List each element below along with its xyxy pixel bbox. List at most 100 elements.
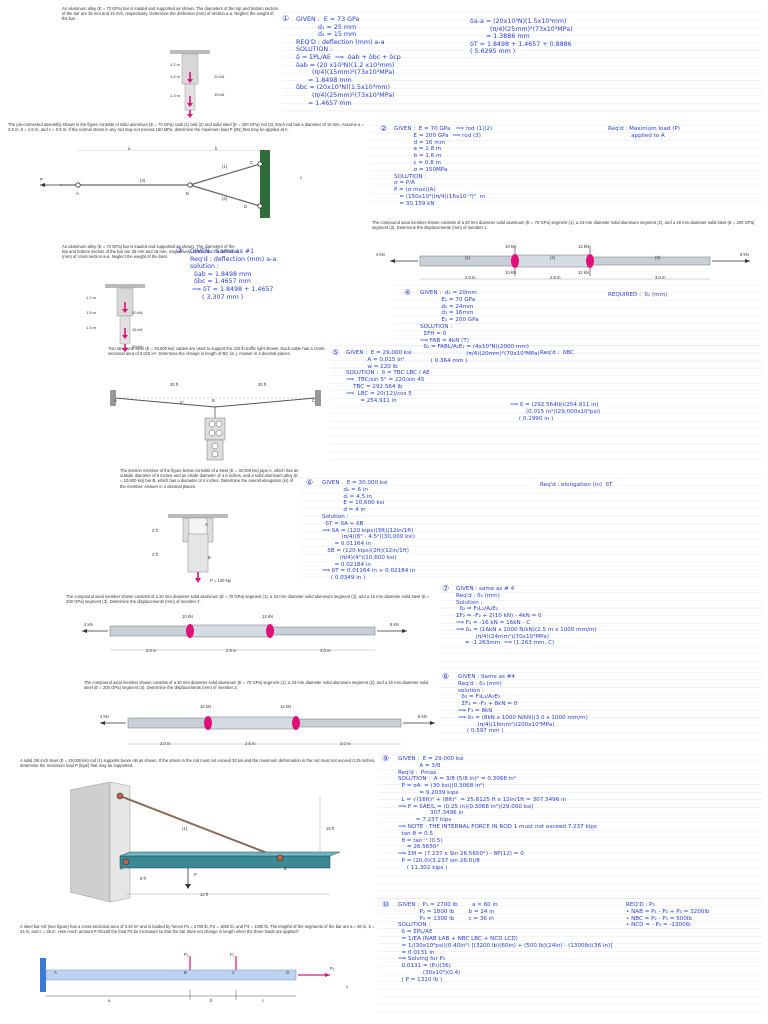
solution-10: GIVEN : P₁ = 2700 lb a = 60 in P₂ = 1800…	[398, 902, 613, 983]
ruled-area-6	[440, 585, 762, 670]
figure-5-tension-member	[168, 514, 228, 583]
fig3-label-1-3m: 1.3 m	[86, 325, 97, 330]
fig9-label-12ft: 12 ft	[200, 892, 209, 897]
fig10-label-b: b	[210, 998, 213, 1003]
solution-7: GIVEN : same as # 4 Req'd : δ₂ (mm) Solu…	[456, 586, 597, 647]
figure-1-bar	[170, 50, 210, 118]
fig1-label-1-3m: 1.3 m	[170, 93, 181, 98]
fig6-label-25m: 2.5 m	[550, 275, 561, 280]
ruled-area-1	[282, 12, 762, 112]
problem-4-text: Two structural steel (E = 29,000 ksi) ca…	[108, 346, 326, 357]
fig2-label-A: A	[76, 191, 79, 196]
solution-5-number: ⑤	[332, 348, 340, 357]
fig6-label-12kn-top: 12 kN	[578, 244, 589, 249]
fig7-label-25m: 2.5 m	[226, 648, 237, 653]
fig7-label-10kn: 10 kN	[182, 614, 193, 619]
fig2-label-B: B	[186, 191, 189, 196]
fig4-label-A: A	[114, 398, 117, 403]
figure-10-bar-ad	[40, 956, 330, 1000]
fig1-label-1-5m: 1.5 m	[170, 74, 181, 79]
solution-8: GIVEN : Same as #4 Req'd : δ₃ (mm) solut…	[458, 674, 588, 735]
fig8-label-10kn: 10 kN	[200, 704, 211, 709]
problem-6-text: The compound axial member shown consists…	[372, 220, 755, 231]
fig6-label-8kn: 8 kN	[740, 252, 749, 257]
problem-9-text: A solid 3/8 inch steel (E = 29,000 ksi) …	[20, 758, 376, 769]
ruled-area-7	[440, 672, 762, 742]
solution-6-req: Req'd : elongation (in) δT	[540, 482, 613, 488]
problem-1-text: An aluminum alloy (E = 73 GPa) bar is lo…	[62, 6, 279, 22]
solution-2-number: ②	[380, 124, 388, 133]
fig2-label-P: P	[40, 177, 43, 182]
solution-9: GIVEN : E = 29,000 ksi A = 3/8 Req'd : P…	[398, 756, 597, 871]
figure-4-traffic-light	[110, 390, 321, 461]
fig10-label-c: c	[262, 998, 265, 1003]
fig10-label-B: B	[184, 970, 187, 975]
fig2-label-a: a	[128, 146, 131, 151]
fig4-label-20ft-b: 20 ft	[258, 382, 267, 387]
fig5-label-P: P = 120 kip	[210, 578, 231, 583]
problem-8-text: The compound axial member shown consists…	[84, 680, 429, 691]
fig9-label-8ft: 8 ft	[140, 876, 146, 881]
fig6-label-r2: (2)	[550, 255, 556, 260]
fig7-label-3m: 3.0 m	[320, 648, 331, 653]
fig6-label-10kn-bot: 10 kN	[505, 270, 516, 275]
ruled-area-9	[378, 898, 762, 1016]
fig3-label-20kn: 20 kN	[132, 310, 143, 315]
fig8-label-8kn: 8 kN	[418, 714, 427, 719]
fig3-label-20kn-bottom: 20 kN	[132, 344, 143, 349]
fig2-label-r2: (2)	[222, 196, 228, 201]
solution-5: GIVEN : E = 29,000 ksi A = 0.015 in² w =…	[346, 350, 430, 404]
solution-10-number: ⑩	[382, 900, 390, 909]
fig9-label-16ft: 16 ft	[326, 826, 335, 831]
solution-5-req: Req'd : δBC	[540, 350, 575, 356]
solution-4-number: ④	[404, 288, 412, 297]
fig10-label-P2: P₂	[230, 952, 235, 957]
fig4-label-B: B	[212, 398, 215, 403]
solution-7-number: ⑦	[442, 584, 450, 593]
solution-2: GIVEN : E = 70 GPa ⟹ rod (1)(2) E = 200 …	[394, 126, 493, 207]
fig8-label-25m: 2.5 m	[245, 741, 256, 746]
fig10-label-a: a	[108, 998, 111, 1003]
problem-3-text: An aluminum alloy (E = 73 GPa) bar is lo…	[62, 244, 239, 260]
fig10-label-D: D	[286, 970, 290, 975]
fig6-label-3m: 3.0 m	[655, 275, 666, 280]
solution-9-number: ⑨	[382, 754, 390, 763]
fig4-label-C: C	[312, 398, 316, 403]
fig10-label-P3: P₃	[330, 966, 335, 971]
figure-7-compound-member	[82, 624, 407, 651]
fig1-label-15kn: 15 kN	[214, 92, 225, 97]
figure-2-assembly	[40, 150, 270, 218]
fig2-label-r1: (1)	[222, 164, 228, 169]
fig7-label-12kn: 12 kN	[262, 614, 273, 619]
fig3-label-1-5m: 1.5 m	[86, 310, 97, 315]
fig5-label-3ft: 3 ft	[152, 528, 158, 533]
fig6-label-12kn-bot: 12 kN	[578, 270, 589, 275]
fig1-label-1-2m: 1.2 m	[170, 62, 181, 67]
fig3-label-15kn: 15 kN	[132, 327, 143, 332]
solution-3-number: ③	[176, 246, 184, 255]
solution-1b: δa-a = (20x10³N)(1.5x10³mm) (π/4)(25mm)²…	[470, 18, 573, 56]
solution-3: GIVEN : Same as #1 Req'd : deflection (m…	[190, 248, 277, 301]
fig2-label-D: D	[244, 204, 248, 209]
fig6-label-r1: (1)	[465, 255, 471, 260]
fig4-label-5deg: 5°	[180, 400, 185, 405]
solution-2-req: Req'd : Maximum load (P) applied to A	[608, 126, 680, 139]
fig9-label-r1: (1)	[182, 826, 188, 831]
solution-1: GIVEN : E = 73 GPa d₁ = 25 mm d₂ = 15 mm…	[296, 16, 401, 107]
problem-10-text: A steel bar AD (see figure) has a cross-…	[20, 924, 375, 935]
solution-6-number: ⑥	[306, 478, 314, 487]
fig5-label-A: A	[205, 522, 208, 527]
figure-9-beam-rod	[70, 782, 341, 902]
fig1-label-20kn: 20 kN	[214, 74, 225, 79]
fig7-label-4kn: 4 kN	[84, 622, 93, 627]
fig8-label-2m: 2.0 m	[160, 741, 171, 746]
fig7-label-8kn: 8 kN	[390, 622, 399, 627]
solution-10-req: REQ'D : P₃ • NAB = P₁ - P₂ + P₃ = 3200lb…	[626, 902, 710, 929]
fig8-label-3m: 3.0 m	[340, 741, 351, 746]
fig8-label-4kn: 4 kN	[100, 714, 109, 719]
ruled-area-5	[300, 478, 762, 578]
fig3-label-1-2m: 1.2 m	[86, 295, 97, 300]
solution-6: GIVEN : E = 30,000 ksi dₒ = 6 in dᵢ = 4.…	[322, 480, 416, 582]
problem-2-text: The pin-connected assembly shown in the …	[8, 122, 364, 133]
fig5-label-2ft: 2 ft	[152, 552, 158, 557]
